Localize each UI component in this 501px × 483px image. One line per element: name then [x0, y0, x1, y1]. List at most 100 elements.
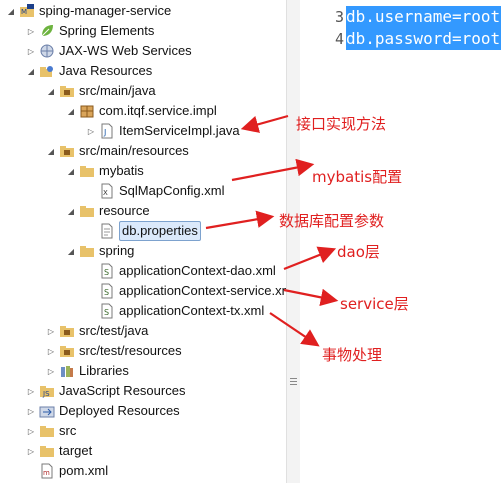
- code-line-password[interactable]: db.password=root: [346, 28, 501, 50]
- code-editor[interactable]: 3 db.username=root 4 db.password=root: [300, 0, 501, 483]
- folder-icon: [80, 166, 94, 177]
- collapsed-twisty-icon[interactable]: ▷: [47, 346, 55, 356]
- svg-text:J: J: [103, 128, 106, 137]
- expanded-twisty-icon[interactable]: ◢: [67, 166, 75, 176]
- tree-item-label: com.itqf.service.impl: [99, 103, 217, 118]
- collapsed-twisty-icon[interactable]: ▷: [27, 26, 35, 36]
- xml-file-icon: X: [101, 183, 113, 199]
- tree-item[interactable]: ▷ Libraries: [46, 361, 129, 381]
- javascript-resources-icon: JS: [40, 386, 54, 398]
- tree-item-label: src: [59, 423, 77, 438]
- expanded-twisty-icon[interactable]: ◢: [67, 246, 75, 256]
- tree-item-label: Libraries: [79, 363, 129, 378]
- tree-item-label: sping-manager-service: [39, 3, 172, 18]
- tree-item[interactable]: ▷ target: [26, 441, 92, 461]
- collapsed-twisty-icon[interactable]: ▷: [27, 406, 35, 416]
- java-resources-icon: [40, 66, 53, 77]
- source-folder-icon: [60, 146, 74, 157]
- folder-icon: [80, 246, 94, 257]
- libraries-icon: [61, 366, 73, 377]
- package-icon: [80, 105, 94, 118]
- tree-item-label: Java Resources: [59, 63, 153, 78]
- collapsed-twisty-icon[interactable]: ▷: [27, 386, 35, 396]
- tree-item[interactable]: ▷ JAX-WS Web Services: [26, 41, 192, 61]
- tree-item[interactable]: ▷Deployed Resources: [26, 401, 180, 421]
- spring-xml-icon: S: [101, 263, 113, 279]
- twisty-spacer: [86, 183, 96, 199]
- twisty-spacer: [86, 223, 96, 239]
- expanded-twisty-icon[interactable]: ◢: [47, 146, 55, 156]
- tree-item[interactable]: ◢ com.itqf.service.impl: [66, 101, 217, 121]
- expanded-twisty-icon[interactable]: ◢: [27, 66, 35, 76]
- svg-text:m: m: [43, 469, 50, 477]
- annotation-impl: 接口实现方法: [296, 115, 387, 133]
- source-folder-icon: [60, 346, 74, 357]
- maven-pom-icon: m: [41, 463, 53, 479]
- expanded-twisty-icon[interactable]: ◢: [67, 206, 75, 216]
- tree-item[interactable]: ▷ J ItemServiceImpl.java: [86, 121, 240, 141]
- tree-item[interactable]: ◢ spring: [66, 241, 135, 261]
- tree-item-label: spring: [99, 243, 135, 258]
- tree-item-label: JavaScript Resources: [59, 383, 186, 398]
- expanded-twisty-icon[interactable]: ◢: [7, 6, 15, 16]
- folder-icon: [40, 446, 54, 457]
- tree-item[interactable]: ▷ JS JavaScript Resources: [26, 381, 186, 401]
- tree-item-label: src/test/resources: [79, 343, 182, 358]
- tree-item[interactable]: ◢ src/main/java: [46, 81, 156, 101]
- annotation-tx: 事物处理: [322, 346, 383, 364]
- tree-item[interactable]: ◢resource: [66, 201, 150, 221]
- tree-item-label: src/main/java: [79, 83, 156, 98]
- tree-item[interactable]: ▷ src/test/java: [46, 321, 148, 341]
- code-line-username[interactable]: db.username=root: [346, 6, 501, 28]
- collapsed-twisty-icon[interactable]: ▷: [27, 426, 35, 436]
- tree-item-label: Spring Elements: [59, 23, 155, 38]
- tree-item-label: src/test/java: [79, 323, 149, 338]
- spring-xml-icon: S: [101, 283, 113, 299]
- svg-text:M: M: [21, 8, 27, 16]
- collapsed-twisty-icon[interactable]: ▷: [47, 366, 55, 376]
- tree-item-label: ItemServiceImpl.java: [119, 123, 240, 138]
- expanded-twisty-icon[interactable]: ◢: [67, 106, 75, 116]
- maven-project-icon: M: [20, 4, 34, 17]
- tree-item-label: applicationContext-service.xml: [119, 283, 286, 298]
- tree-item[interactable]: ◢ mybatis: [66, 161, 144, 181]
- tree-item[interactable]: ◢ Java Resources: [26, 61, 152, 81]
- tree-item[interactable]: db.properties: [86, 221, 201, 241]
- expanded-twisty-icon[interactable]: ◢: [47, 86, 55, 96]
- line-number: 4: [334, 30, 344, 48]
- collapsed-twisty-icon[interactable]: ▷: [47, 326, 55, 336]
- twisty-spacer: [86, 263, 96, 279]
- svg-text:S: S: [104, 308, 109, 317]
- tree-item[interactable]: ▷ Spring Elements: [26, 21, 154, 41]
- jaxws-icon: [40, 44, 54, 58]
- svg-text:JS: JS: [42, 390, 50, 398]
- tree-item[interactable]: ◢src/main/resources: [46, 141, 189, 161]
- folder-icon: [40, 426, 54, 437]
- tree-item[interactable]: X SqlMapConfig.xml: [86, 181, 225, 201]
- tree-item-label: target: [59, 443, 93, 458]
- source-folder-icon: [60, 86, 74, 97]
- collapsed-twisty-icon[interactable]: ▷: [27, 446, 35, 456]
- splitter-grip-icon[interactable]: [290, 378, 297, 387]
- pane-splitter[interactable]: [286, 0, 301, 483]
- tree-item-label: JAX-WS Web Services: [59, 43, 192, 58]
- svg-text:X: X: [103, 189, 108, 197]
- tree-item[interactable]: ▷ src/test/resources: [46, 341, 182, 361]
- svg-text:S: S: [104, 288, 109, 297]
- collapsed-twisty-icon[interactable]: ▷: [87, 126, 95, 136]
- tree-item-label: SqlMapConfig.xml: [119, 183, 225, 198]
- deployed-resources-icon: [39, 406, 55, 418]
- tree-item-label: applicationContext-dao.xml: [119, 263, 276, 278]
- tree-item[interactable]: ▷ src: [26, 421, 76, 441]
- collapsed-twisty-icon[interactable]: ▷: [27, 46, 35, 56]
- annotation-mybatis: mybatis配置: [312, 168, 403, 186]
- line-number: 3: [334, 8, 344, 26]
- source-folder-icon: [60, 326, 74, 337]
- tree-item-label: mybatis: [99, 163, 144, 178]
